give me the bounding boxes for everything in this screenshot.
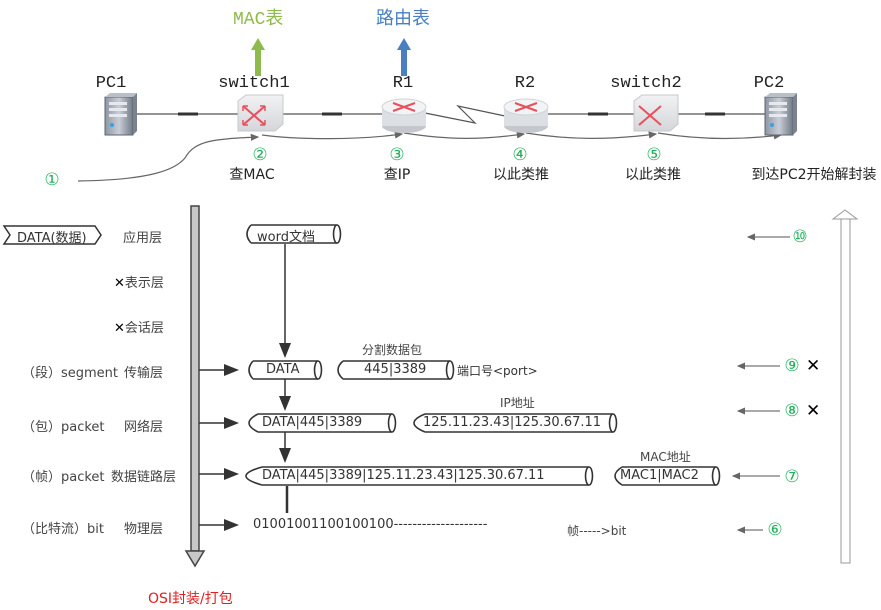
flow-arrows	[279, 244, 291, 513]
step-text-2: 查MAC	[229, 167, 275, 183]
link-header-caption: MAC地址	[640, 450, 691, 464]
decapsulation-bar	[831, 209, 859, 564]
bitstream-text: 01001001100100100--------------------	[253, 517, 488, 532]
app-data-text: word文档	[257, 230, 315, 245]
layer-presentation: ✕表示层	[114, 276, 164, 291]
device-label-switch1: switch1	[218, 74, 290, 93]
mac-table-arrow	[251, 38, 265, 76]
routing-table-label: 路由表	[376, 10, 430, 30]
frame-to-bit-text: 帧----->bit	[567, 524, 627, 538]
osi-footer-title: OSI封装/打包	[148, 591, 233, 607]
packet-path	[77, 131, 783, 182]
cross-icon: ✕	[806, 356, 821, 376]
device-label-switch2: switch2	[610, 74, 682, 93]
link-header-text: MAC1|MAC2	[620, 468, 699, 483]
decap-step-arrows	[731, 233, 790, 534]
device-label-pc2: PC2	[753, 74, 785, 93]
transport-data-text: DATA	[266, 362, 300, 377]
decap-step-8: ⑧	[784, 401, 800, 421]
layer-network: 网络层	[124, 420, 164, 435]
device-label-pc1: PC1	[95, 74, 127, 93]
step-number-1: ①	[44, 170, 60, 190]
step-number-2: ②	[252, 145, 268, 165]
cross-icon: ✕	[806, 401, 821, 421]
step-number-4: ④	[512, 145, 528, 165]
port-note: 端口号<port>	[457, 364, 538, 378]
step-number-5: ⑤	[646, 145, 662, 165]
network-header-caption: IP地址	[500, 396, 535, 410]
decap-step-7: ⑦	[784, 467, 800, 487]
device-label-r2: R2	[514, 74, 536, 93]
network-links	[137, 104, 765, 124]
layer-arrows	[199, 364, 239, 531]
encapsulation-bar	[184, 205, 206, 568]
layer-unit-segment: （段）segment	[22, 366, 119, 381]
r1-router-icon[interactable]	[381, 98, 427, 133]
network-data-text: DATA|445|3389	[262, 415, 363, 430]
layer-data-link: 数据链路层	[111, 470, 177, 485]
layer-application: 应用层	[123, 231, 163, 246]
routing-table-arrow	[397, 38, 411, 76]
layer-session: ✕会话层	[114, 321, 164, 336]
data-tag-shape	[2, 225, 102, 245]
layer-physical: 物理层	[124, 522, 164, 537]
layer-unit-frame: （帧）packet	[22, 470, 105, 485]
switch2-switch-icon[interactable]	[633, 94, 679, 132]
step-text-arrive-pc2: 到达PC2开始解封装	[751, 167, 877, 183]
transport-header-text: 445|3389	[364, 362, 427, 377]
decap-step-10: ⑩	[792, 227, 808, 247]
decap-step-9: ⑨	[784, 356, 800, 376]
switch1-switch-icon[interactable]	[237, 94, 284, 132]
pc2-server-icon[interactable]	[764, 93, 797, 136]
data-tag-label: DATA(数据)	[17, 231, 87, 246]
pc1-server-icon[interactable]	[104, 93, 137, 136]
network-header-text: 125.11.23.43|125.30.67.11	[423, 415, 602, 430]
step-text-4: 以此类推	[493, 167, 549, 183]
step-text-3: 查IP	[383, 167, 411, 183]
cross-icon: ✕	[114, 276, 125, 291]
layer-unit-packet: （包）packet	[22, 420, 105, 435]
step-text-5: 以此类推	[625, 167, 681, 183]
step-number-3: ③	[389, 145, 405, 165]
mac-table-label: MAC表	[233, 10, 284, 30]
cylinders	[245, 224, 721, 486]
cross-icon: ✕	[114, 321, 125, 336]
decap-step-6: ⑥	[767, 520, 783, 540]
transport-header-caption: 分割数据包	[362, 343, 423, 357]
r2-router-icon[interactable]	[503, 98, 549, 133]
layer-unit-bit: （比特流）bit	[22, 522, 104, 537]
link-data-text: DATA|445|3389|125.11.23.43|125.30.67.11	[262, 468, 545, 483]
device-label-r1: R1	[392, 74, 414, 93]
layer-transport: 传输层	[124, 366, 164, 381]
